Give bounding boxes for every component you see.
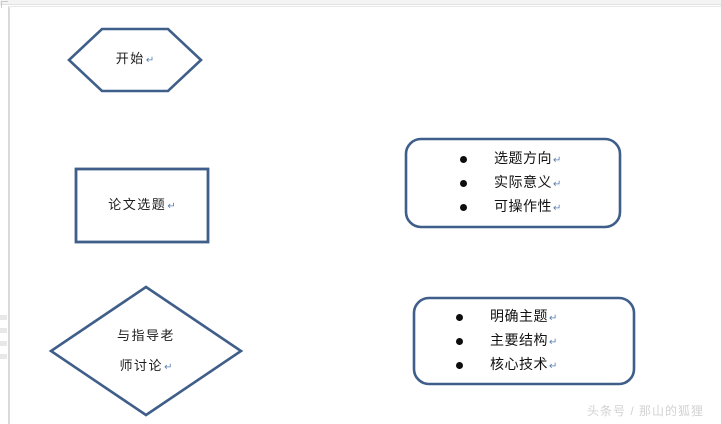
topic-criteria-box-outline [404, 137, 622, 229]
gutter-tick [0, 328, 7, 333]
advisor-discussion-diamond[interactable]: 与指导老 师讨论↵ [48, 284, 244, 418]
thesis-topic-rectangle-outline [74, 167, 210, 244]
start-hexagon-outline [67, 27, 203, 93]
outline-points-box[interactable]: 明确主题↵ 主要结构↵ 核心技术↵ [412, 296, 636, 386]
gutter-tick [0, 315, 7, 320]
gutter-tick [0, 341, 7, 346]
gutter-tick [0, 354, 7, 359]
advisor-discussion-diamond-outline [48, 285, 244, 417]
thesis-topic-rectangle[interactable]: 论文选题↵ [74, 167, 210, 244]
start-hexagon[interactable]: 开始↵ [66, 26, 204, 94]
page-corner-mark [1, 1, 8, 8]
watermark: 头条号 / 那山的狐狸 [586, 404, 704, 418]
topic-criteria-box[interactable]: 选题方向↵ 实际意义↵ 可操作性↵ [404, 137, 622, 229]
outline-points-box-outline [412, 296, 636, 386]
left-gutter [0, 6, 9, 424]
document-top-bar [0, 0, 721, 5]
